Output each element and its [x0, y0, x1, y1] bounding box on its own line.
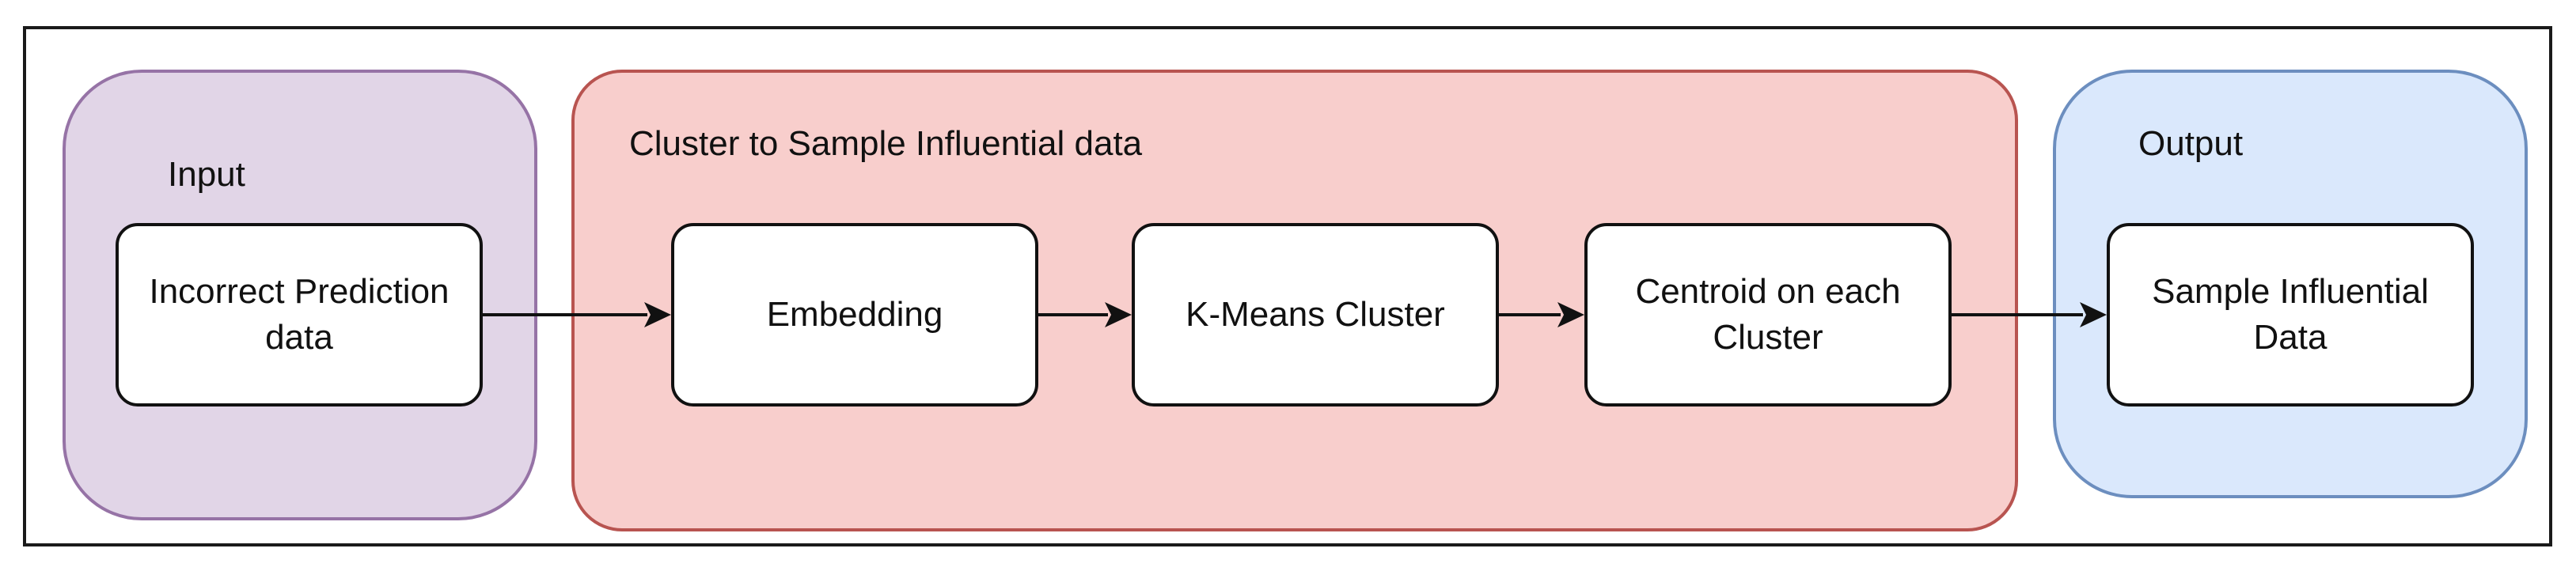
arrowhead-embedding [644, 302, 671, 327]
node-sample-influential-label: Sample Influential Data [2152, 272, 2429, 357]
diagram-frame [23, 26, 2552, 546]
node-embedding: Embedding [671, 223, 1038, 407]
group-input-label: Input [168, 155, 245, 194]
node-centroid: Centroid on each Cluster [1584, 223, 1952, 407]
node-kmeans-cluster: K-Means Cluster [1132, 223, 1499, 407]
arrowhead-sample_influential [2080, 302, 2107, 327]
node-centroid-label: Centroid on each Cluster [1635, 272, 1901, 357]
group-output-label: Output [2138, 124, 2244, 163]
arrowhead-kmeans [1105, 302, 1132, 327]
node-kmeans-cluster-label: K-Means Cluster [1186, 295, 1445, 334]
node-incorrect-prediction: Incorrect Prediction data [116, 223, 483, 407]
node-embedding-label: Embedding [766, 295, 943, 334]
node-sample-influential: Sample Influential Data [2107, 223, 2474, 407]
arrowhead-centroid [1557, 302, 1584, 327]
group-cluster-label: Cluster to Sample Influential data [629, 124, 1143, 163]
node-incorrect-prediction-label: Incorrect Prediction data [149, 272, 450, 357]
